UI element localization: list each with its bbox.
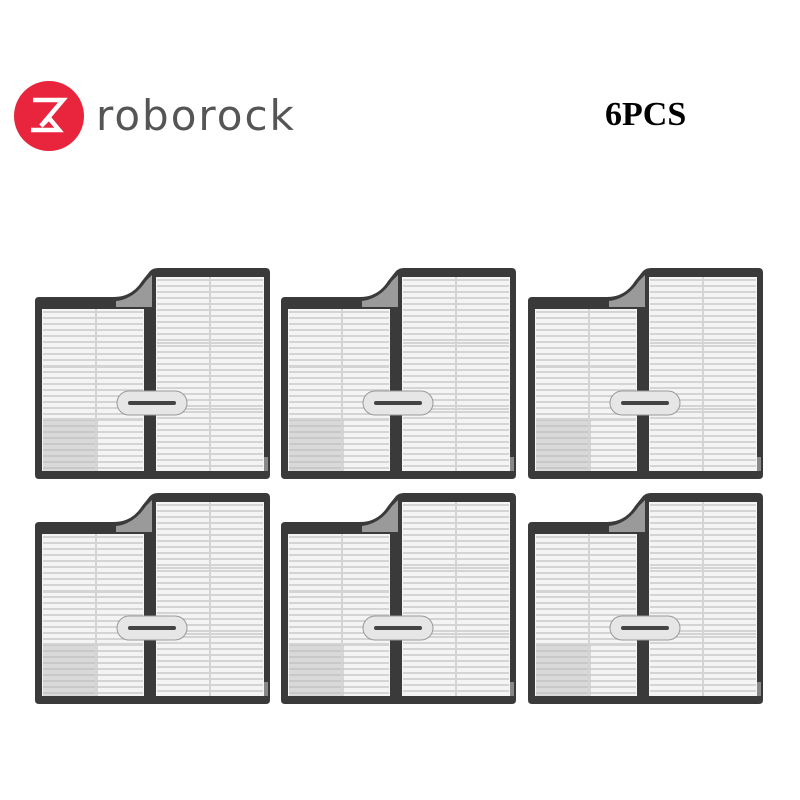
filter-image — [34, 267, 272, 481]
filter-image — [527, 492, 765, 706]
filter-image — [34, 492, 272, 706]
filter-image — [280, 267, 518, 481]
filter-image — [527, 267, 765, 481]
roborock-logo: roborock — [14, 81, 296, 151]
roborock-logo-icon — [14, 81, 84, 151]
quantity-label: 6PCS — [605, 96, 687, 133]
filter-image — [280, 492, 518, 706]
brand-name: roborock — [96, 91, 296, 140]
